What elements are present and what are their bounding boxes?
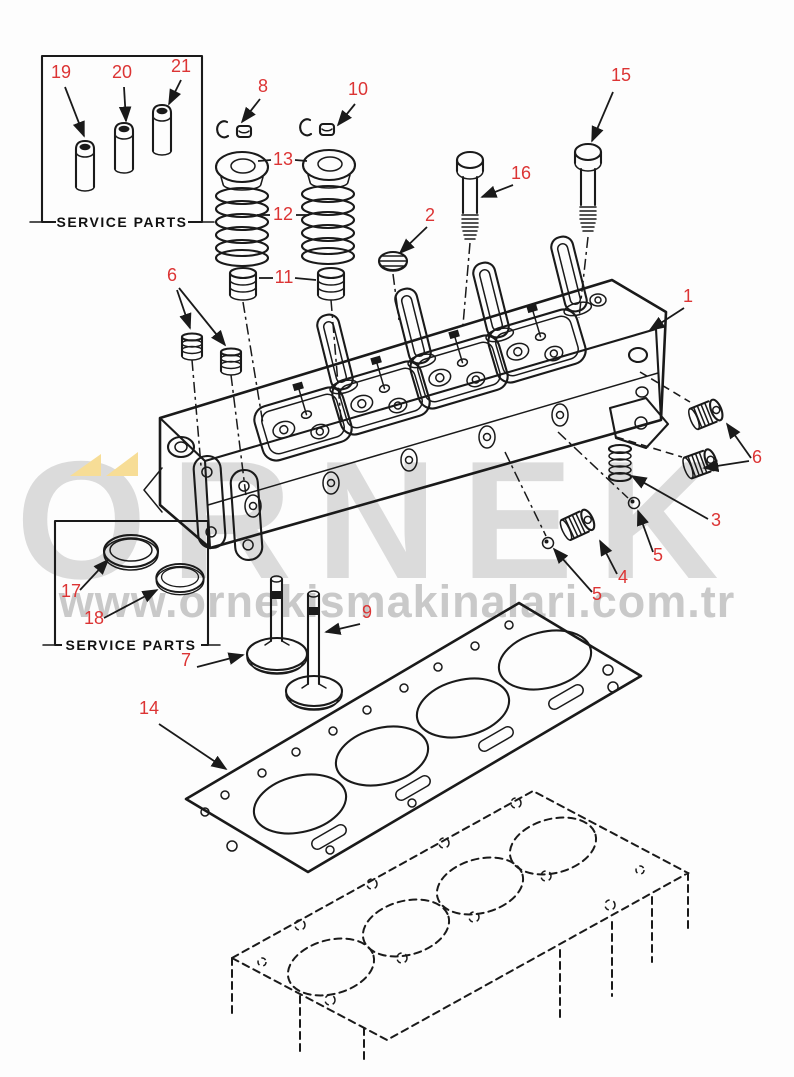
callout-leader-16 xyxy=(480,184,514,198)
callout-number-5: 5 xyxy=(592,584,602,604)
callout-number-15: 15 xyxy=(611,65,631,85)
callout-number-13: 13 xyxy=(273,149,293,169)
callout-number-20: 20 xyxy=(112,62,132,82)
callout-number-6: 6 xyxy=(752,447,762,467)
callout-number-9: 9 xyxy=(362,602,372,622)
service-parts-box-top: SERVICE PARTS xyxy=(29,54,215,230)
callout-leader-5 xyxy=(637,509,654,553)
valve-7 xyxy=(245,575,309,675)
ball-5-upper xyxy=(627,496,641,510)
assembly-centerline xyxy=(242,301,264,425)
watermark-url: www.ornekismakinalari.com.tr xyxy=(58,576,736,627)
plug-4 xyxy=(557,506,598,543)
callout-leader-8 xyxy=(240,98,261,124)
valve-train-stack-left xyxy=(214,120,270,302)
head-gasket-drawing xyxy=(184,601,643,874)
callout-number-1: 1 xyxy=(683,286,693,306)
callout-number-10: 10 xyxy=(348,79,368,99)
callout-leader-10 xyxy=(336,103,356,127)
callout-leader-6 xyxy=(725,422,752,459)
callout-leader-1 xyxy=(648,307,685,331)
service-parts-label-bottom: SERVICE PARTS xyxy=(65,637,196,653)
callout-leader-9 xyxy=(324,622,361,635)
callout-number-6: 6 xyxy=(167,265,177,285)
callout-number-14: 14 xyxy=(139,698,159,718)
callout-leader-5 xyxy=(552,547,593,593)
callout-leader-17 xyxy=(79,558,110,591)
cup-plug-2 xyxy=(377,250,409,321)
callout-leader-4 xyxy=(599,539,618,575)
ball-5-lower xyxy=(541,536,555,550)
callout-number-2: 2 xyxy=(425,205,435,225)
callout-number-7: 7 xyxy=(181,650,191,670)
callout-leader-7 xyxy=(196,652,245,668)
callout-number-8: 8 xyxy=(258,76,268,96)
callout-number-4: 4 xyxy=(618,567,628,587)
leader-dashed xyxy=(615,371,691,458)
callout-number-18: 18 xyxy=(84,608,104,628)
callout-leader-15 xyxy=(591,91,614,143)
head-bolt-16 xyxy=(455,150,485,326)
callout-number-16: 16 xyxy=(511,163,531,183)
callout-leader-6 xyxy=(176,289,192,330)
callout-leader-19 xyxy=(64,86,85,138)
guide-plugs-left xyxy=(180,332,247,497)
callout-number-17: 17 xyxy=(61,581,81,601)
callout-number-19: 19 xyxy=(51,62,71,82)
callout-leader-13 xyxy=(257,159,272,162)
callout-leader-11 xyxy=(294,277,317,281)
service-parts-label-top: SERVICE PARTS xyxy=(56,214,187,230)
callout-leader-18 xyxy=(103,589,159,619)
callout-leader-20 xyxy=(118,86,132,123)
valve-train-stack-right xyxy=(299,118,357,302)
callout-leader-6 xyxy=(702,459,750,473)
callout-leader-6 xyxy=(178,287,227,347)
callout-number-12: 12 xyxy=(273,204,293,224)
callout-number-3: 3 xyxy=(711,510,721,530)
callout-leader-3 xyxy=(630,475,709,520)
callout-number-21: 21 xyxy=(171,56,191,76)
assembly-centerline xyxy=(504,431,629,537)
plug-6-right-upper xyxy=(685,396,727,432)
service-parts-box-bottom: SERVICE PARTS xyxy=(42,519,221,653)
callout-number-11: 11 xyxy=(275,267,294,287)
head-bolt-15 xyxy=(573,142,603,319)
callout-number-5: 5 xyxy=(653,545,663,565)
plug-6-right-lower xyxy=(679,446,721,481)
watermark-accent-triangles xyxy=(70,452,138,476)
engine-block-drawing xyxy=(229,789,691,1063)
callout-leader-2 xyxy=(398,226,428,255)
assembly-centerline xyxy=(330,299,342,421)
callout-leader-14 xyxy=(158,723,228,771)
valve-9 xyxy=(284,590,344,711)
callout-leader-13 xyxy=(294,159,308,162)
callout-leader-21 xyxy=(168,79,182,106)
spring-3 xyxy=(607,443,633,483)
